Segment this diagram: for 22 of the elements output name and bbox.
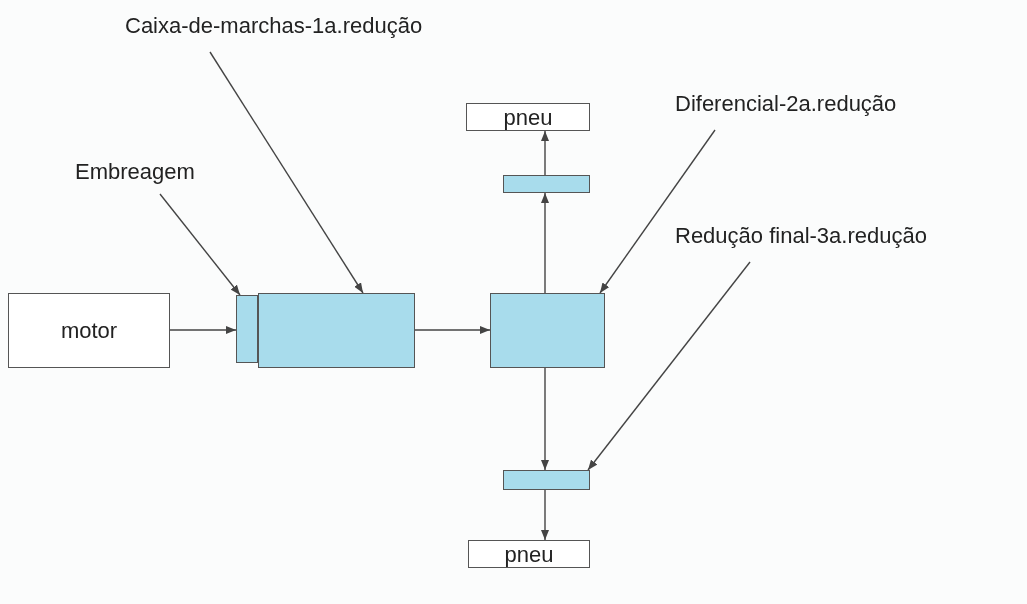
arrow [541,489,549,541]
arrow [169,326,237,334]
arrow [414,326,491,334]
component-box [503,470,590,490]
leader-line [209,51,364,294]
leader-line [599,129,716,294]
component-box [503,175,590,193]
component-box [236,295,258,363]
component-box: motor [8,293,170,368]
callout-label: Caixa-de-marchas-1a.redução [125,12,505,52]
component-box [258,293,415,368]
arrow [541,192,549,294]
callout-label: Diferencial-2a.redução [675,90,975,130]
callout-label: Embreagem [75,158,245,194]
leader-line [587,261,751,471]
arrow [541,367,549,471]
component-box: pneu [466,103,590,131]
leader-line [159,193,241,296]
callout-label: Redução final-3a.redução [675,222,1005,262]
component-box [490,293,605,368]
component-box: pneu [468,540,590,568]
arrow [541,130,549,176]
